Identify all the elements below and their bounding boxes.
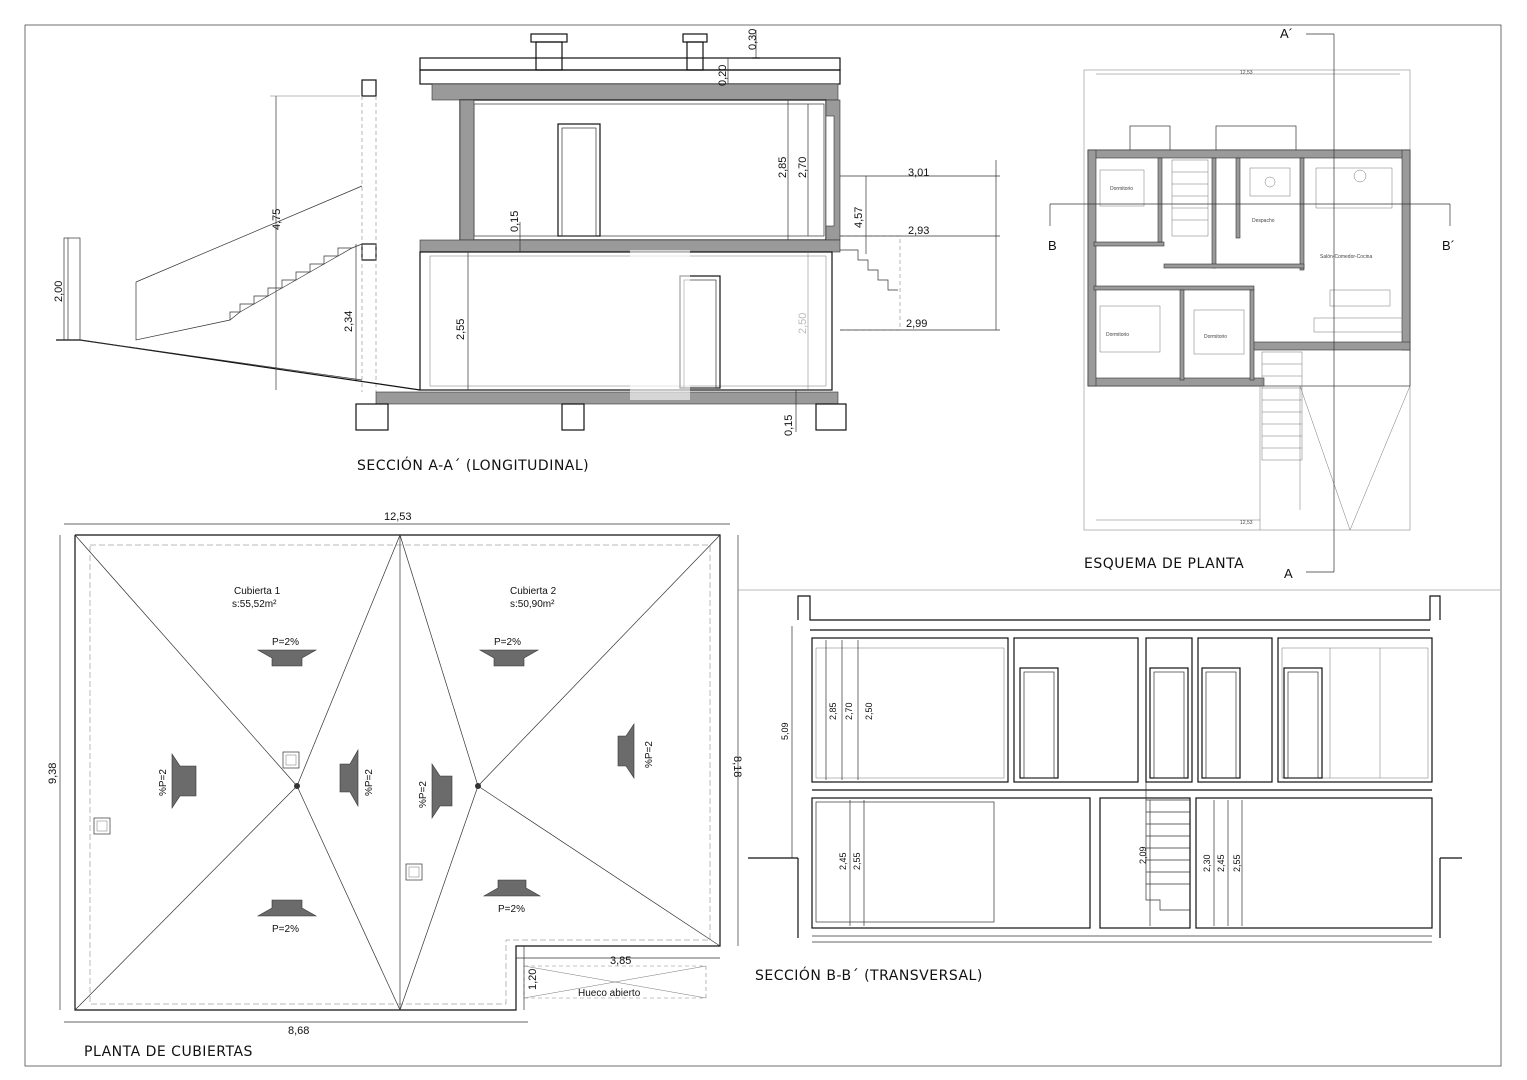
roof-dim-opening-h: 1,20 (527, 969, 539, 990)
roof-dim-opening-w: 3,85 (610, 955, 631, 967)
cubierta-1-area: s:55,52m² (232, 599, 277, 610)
svg-text:Salón-Comedor-Cocina: Salón-Comedor-Cocina (1320, 254, 1372, 260)
slope-label-4: P=2% (498, 904, 525, 915)
slope-label-6: %P=2 (364, 769, 375, 796)
slope-label-1: P=2% (272, 637, 299, 648)
dim-aa-030: 0,30 (747, 29, 759, 50)
plan-marker-a: A (1284, 566, 1293, 581)
roof-dim-right: 8,18 (731, 756, 743, 777)
dim-aa-293: 2,93 (908, 225, 929, 237)
dim-aa-015-top: 0,15 (509, 211, 521, 232)
cubierta-2-name: Cubierta 2 (510, 586, 557, 597)
dim-aa-457: 4,57 (853, 207, 865, 228)
dim-aa-020: 0,20 (717, 65, 729, 86)
slope-label-2: P=2% (494, 637, 521, 648)
dim-aa-255: 2,55 (455, 319, 467, 340)
section-bb: 5,09 2,85 2,70 2,50 2,45 2,55 2,09 2,30 … (738, 589, 1500, 984)
dim-bb-509: 5,09 (780, 722, 790, 740)
dim-bb-245-right: 2,45 (1216, 854, 1226, 872)
dim-bb-245-left: 2,45 (838, 852, 848, 870)
dim-bb-285: 2,85 (828, 702, 838, 720)
sheet-border (24, 24, 1502, 1067)
dim-bb-250: 2,50 (864, 702, 874, 720)
dim-aa-285: 2,85 (777, 157, 789, 178)
floor-plan-title: ESQUEMA DE PLANTA (1084, 556, 1244, 572)
cubierta-2-area: s:50,90m² (510, 599, 555, 610)
roof-opening-label: Hueco abierto (578, 988, 641, 999)
dim-aa-015-bot: 0,15 (783, 415, 795, 436)
section-aa-title: SECCIÓN A-A´ (LONGITUDINAL) (357, 456, 589, 474)
section-aa: 0,30 0,20 4,75 2,85 2,70 0,15 3,01 4,57 … (53, 29, 1000, 474)
dim-aa-200: 2,00 (53, 281, 65, 302)
dim-bb-255-right: 2,55 (1232, 854, 1242, 872)
roof-plan-title: PLANTA DE CUBIERTAS (84, 1044, 253, 1060)
slope-label-3: P=2% (272, 924, 299, 935)
dim-aa-301: 3,01 (908, 167, 929, 179)
svg-text:Dormitorio: Dormitorio (1110, 186, 1133, 192)
svg-text:12,53: 12,53 (1240, 520, 1253, 526)
roof-plan: 12,53 9,38 8,18 8,68 3,85 1,20 Hueco abi… (47, 511, 743, 1060)
slope-label-7: %P=2 (418, 781, 429, 808)
dim-bb-230: 2,30 (1202, 854, 1212, 872)
plan-marker-b-prime: B´ (1442, 238, 1455, 253)
cubierta-1-name: Cubierta 1 (234, 586, 281, 597)
dim-aa-250: 2,50 (797, 313, 809, 334)
slope-label-5: %P=2 (158, 769, 169, 796)
dim-bb-255-left: 2,55 (852, 852, 862, 870)
dim-aa-299: 2,99 (906, 318, 927, 330)
svg-text:Dormitorio: Dormitorio (1204, 334, 1227, 340)
dim-bb-270: 2,70 (844, 702, 854, 720)
roof-dim-bottom: 8,68 (288, 1025, 309, 1037)
roof-dim-left: 9,38 (47, 763, 59, 784)
slope-label-8: %P=2 (644, 741, 655, 768)
section-bb-title: SECCIÓN B-B´ (TRANSVERSAL) (755, 966, 983, 984)
svg-text:Despacho: Despacho (1252, 218, 1275, 224)
svg-text:12,53: 12,53 (1240, 70, 1253, 76)
dim-aa-234: 2,34 (343, 311, 355, 332)
dim-bb-209: 2,09 (1138, 846, 1148, 864)
roof-dim-top: 12,53 (384, 511, 412, 523)
dim-aa-270: 2,70 (797, 157, 809, 178)
floor-plan: Dormitorio Salón-Comedor-Cocina Dormitor… (1048, 26, 1455, 581)
dim-aa-475: 4,75 (271, 209, 283, 230)
svg-text:Dormitorio: Dormitorio (1106, 332, 1129, 338)
plan-marker-a-prime: A´ (1280, 26, 1293, 41)
plan-marker-b: B (1048, 238, 1057, 253)
